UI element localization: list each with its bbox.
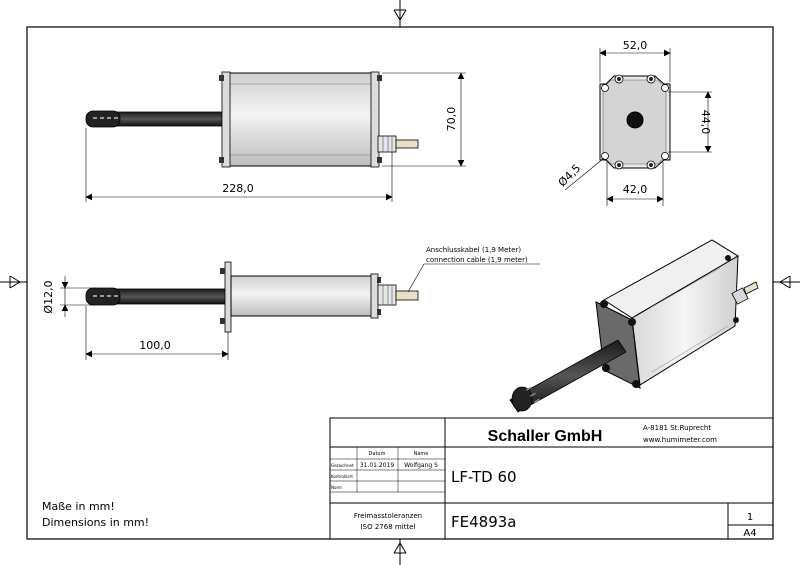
dim-text-top-width: 52,0 [623, 39, 648, 52]
dim-text-hole-spacing-horizontal: 42,0 [623, 183, 648, 196]
screw [377, 157, 382, 163]
row-label-kontrolliert: Kontrolliert [331, 474, 353, 479]
cable-stub [395, 139, 419, 149]
dim-hole-spacing-vertical [668, 91, 712, 153]
dim-probe-length [85, 306, 229, 360]
screw [377, 309, 381, 315]
row-label-norm: Norm [331, 485, 342, 490]
title-block-frame [329, 417, 774, 540]
isometric-cable [743, 281, 759, 295]
isometric-gland [731, 287, 749, 305]
drawn-by: Wolfgang S [404, 462, 438, 469]
units-note-de: Maße in mm! [42, 500, 115, 513]
cable-note-de: Anschlusskabel (1,9 Meter) [426, 246, 521, 254]
housing [230, 275, 374, 317]
screw [377, 277, 381, 283]
cable-leader [407, 263, 425, 293]
cable-gland [377, 135, 397, 153]
units-note-en: Dimensions in mm! [42, 516, 150, 529]
dim-probe-diameter [60, 276, 96, 317]
screw [220, 268, 225, 274]
dim-text-hole-spacing-vertical: 44,0 [699, 110, 712, 135]
dim-height [382, 72, 466, 167]
mounting-flange [224, 261, 232, 333]
company-address: A-8181 St.Ruprecht [643, 424, 711, 432]
dim-text-total-length: 228,0 [222, 182, 254, 195]
screw [219, 157, 224, 163]
cable-stub [395, 290, 419, 301]
tolerance-line1: Freimasstoleranzen [354, 512, 422, 520]
cable-gland [377, 284, 397, 306]
side-view-front [85, 261, 419, 333]
screw [219, 75, 224, 81]
dim-text-height: 70,0 [445, 107, 458, 132]
probe-slots [93, 117, 118, 119]
screw [220, 318, 225, 324]
title-block-grid [330, 447, 445, 493]
end-cap-right [370, 273, 379, 319]
dim-hole-leader [564, 157, 605, 191]
screw [377, 75, 382, 81]
flange-screws [600, 255, 739, 388]
column-header-name: Name [414, 451, 429, 457]
dim-text-probe-diameter: Ø12,0 [42, 280, 55, 313]
end-cap-right [370, 71, 380, 168]
housing [227, 72, 374, 167]
cable-note-en: connection cable (1,9 meter) [426, 256, 528, 264]
company-website: www.humimeter.com [643, 436, 717, 444]
column-header-datum: Datum [369, 451, 386, 457]
probe-slots [93, 295, 118, 297]
probe-end [626, 111, 644, 129]
end-view [599, 74, 671, 170]
tolerance-line2: ISO 2768 mittel [361, 523, 416, 531]
company-name: Schaller GmbH [488, 428, 603, 445]
dim-total-length [85, 128, 393, 202]
isometric-probe-tip [511, 386, 533, 412]
end-cap-left [221, 71, 231, 168]
dim-text-probe-length: 100,0 [139, 339, 171, 352]
drawing-number: FE4893a [451, 513, 516, 531]
side-view-top [85, 71, 419, 168]
dim-hole-spacing-horizontal [606, 162, 664, 206]
product-name: LF-TD 60 [451, 468, 517, 486]
sheet-number: 1 [747, 512, 753, 523]
row-label-gezeichnet: Gezeichnet [331, 463, 354, 468]
dim-text-hole-diameter: Ø4,5 [556, 162, 584, 190]
dim-top-width [599, 48, 671, 82]
isometric-view [509, 239, 759, 413]
mounting-holes [601, 74, 669, 170]
paper-format: A4 [743, 528, 756, 539]
drawn-date: 31.01.2019 [360, 462, 395, 469]
